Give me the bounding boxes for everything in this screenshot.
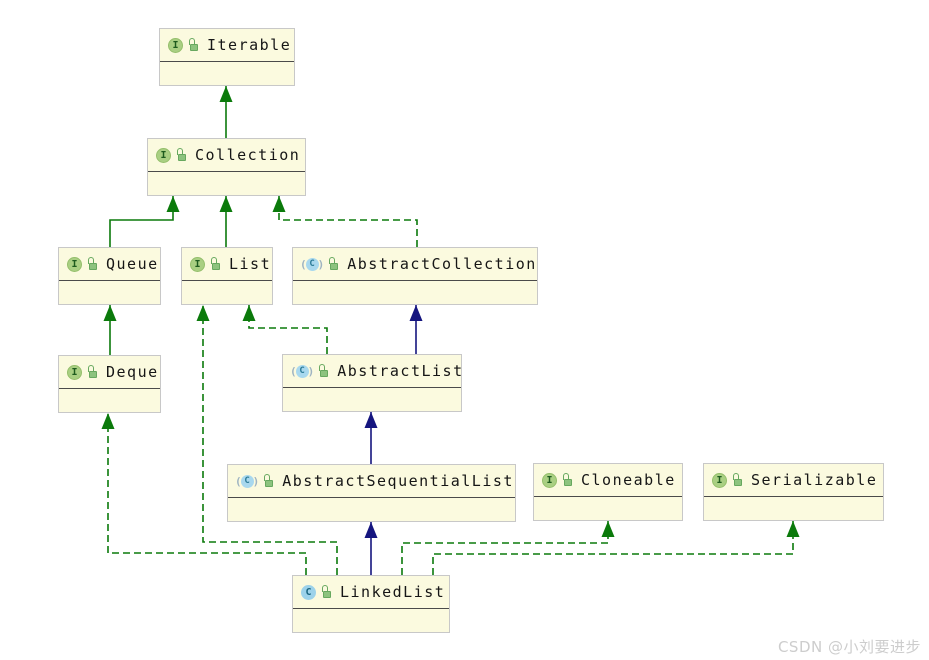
arrowhead-icon	[364, 522, 378, 538]
node-body	[293, 281, 537, 304]
arrowhead-icon	[242, 305, 256, 321]
edge-queue-to-collection	[109, 196, 174, 247]
public-lock-icon	[86, 365, 98, 379]
node-header: I Serializable	[704, 464, 883, 497]
abstract-class-icon: (C)	[235, 474, 260, 488]
class-node-list[interactable]: I List	[181, 247, 273, 305]
arrowhead-icon	[103, 305, 117, 321]
arrowhead-icon	[101, 413, 115, 429]
edge-linkedlist-to-list	[202, 305, 338, 575]
node-body	[704, 497, 883, 520]
class-node-serializable[interactable]: I Serializable	[703, 463, 884, 521]
public-lock-icon	[327, 257, 339, 271]
node-title: AbstractSequentialList	[282, 472, 514, 490]
arrowhead-icon	[272, 196, 286, 212]
arrowhead-icon	[166, 196, 180, 212]
node-body	[534, 497, 682, 520]
arrowhead-icon	[786, 521, 800, 537]
node-header: (C) AbstractSequentialList	[228, 465, 515, 498]
interface-icon: I	[712, 472, 727, 488]
node-header: I Iterable	[160, 29, 294, 62]
node-title: Deque	[106, 363, 159, 381]
node-header: I Queue	[59, 248, 160, 281]
class-node-abstractcollection[interactable]: (C) AbstractCollection	[292, 247, 538, 305]
node-header: I List	[182, 248, 272, 281]
node-title: Queue	[106, 255, 159, 273]
public-lock-icon	[731, 473, 743, 487]
node-header: (C) AbstractCollection	[293, 248, 537, 281]
public-lock-icon	[317, 364, 329, 378]
public-lock-icon	[320, 585, 332, 599]
arrowhead-icon	[409, 305, 423, 321]
node-title: Serializable	[751, 471, 878, 489]
interface-icon: I	[156, 147, 171, 163]
node-title: AbstractCollection	[347, 255, 537, 273]
public-lock-icon	[561, 473, 573, 487]
class-node-iterable[interactable]: I Iterable	[159, 28, 295, 86]
node-header: I Cloneable	[534, 464, 682, 497]
node-body	[228, 498, 515, 521]
class-node-linkedlist[interactable]: C LinkedList	[292, 575, 450, 633]
class-node-queue[interactable]: I Queue	[58, 247, 161, 305]
interface-icon: I	[190, 256, 205, 272]
node-header: I Collection	[148, 139, 305, 172]
public-lock-icon	[175, 148, 187, 162]
edge-linkedlist-to-deque	[107, 413, 307, 575]
edge-abstractcollection-to-collection	[278, 196, 418, 247]
node-body	[59, 389, 160, 412]
class-node-abstractsequentiallist[interactable]: (C) AbstractSequentialList	[227, 464, 516, 522]
node-header: I Deque	[59, 356, 160, 389]
arrowhead-icon	[219, 196, 233, 212]
interface-icon: I	[168, 37, 183, 53]
abstract-class-icon: (C)	[290, 364, 315, 378]
arrowhead-icon	[196, 305, 210, 321]
public-lock-icon	[187, 38, 199, 52]
class-node-abstractlist[interactable]: (C) AbstractList	[282, 354, 462, 412]
arrowhead-icon	[364, 412, 378, 428]
node-title: Iterable	[207, 36, 292, 54]
interface-icon: I	[542, 472, 557, 488]
node-title: Cloneable	[581, 471, 676, 489]
node-header: (C) AbstractList	[283, 355, 464, 388]
node-title: List	[229, 255, 272, 273]
public-lock-icon	[86, 257, 98, 271]
interface-icon: I	[67, 256, 82, 272]
node-body	[160, 62, 294, 85]
public-lock-icon	[209, 257, 221, 271]
node-title: AbstractList	[337, 362, 464, 380]
node-title: Collection	[195, 146, 301, 164]
class-node-deque[interactable]: I Deque	[58, 355, 161, 413]
interface-icon: I	[67, 364, 82, 380]
node-body	[148, 172, 305, 195]
edge-linkedlist-to-serializable	[432, 521, 794, 575]
watermark: CSDN @小刘要进步	[777, 638, 921, 656]
node-header: C LinkedList	[293, 576, 449, 609]
edge-abstractlist-to-list	[248, 305, 328, 354]
class-icon: C	[301, 584, 316, 600]
node-body	[283, 388, 461, 411]
node-body	[182, 281, 272, 304]
node-body	[293, 609, 449, 632]
class-node-cloneable[interactable]: I Cloneable	[533, 463, 683, 521]
public-lock-icon	[262, 474, 274, 488]
node-body	[59, 281, 160, 304]
arrowhead-icon	[219, 86, 233, 102]
node-title: LinkedList	[340, 583, 446, 601]
class-node-collection[interactable]: I Collection	[147, 138, 306, 196]
arrowhead-icon	[601, 521, 615, 537]
edge-linkedlist-to-cloneable	[401, 521, 609, 575]
abstract-class-icon: (C)	[300, 257, 325, 271]
